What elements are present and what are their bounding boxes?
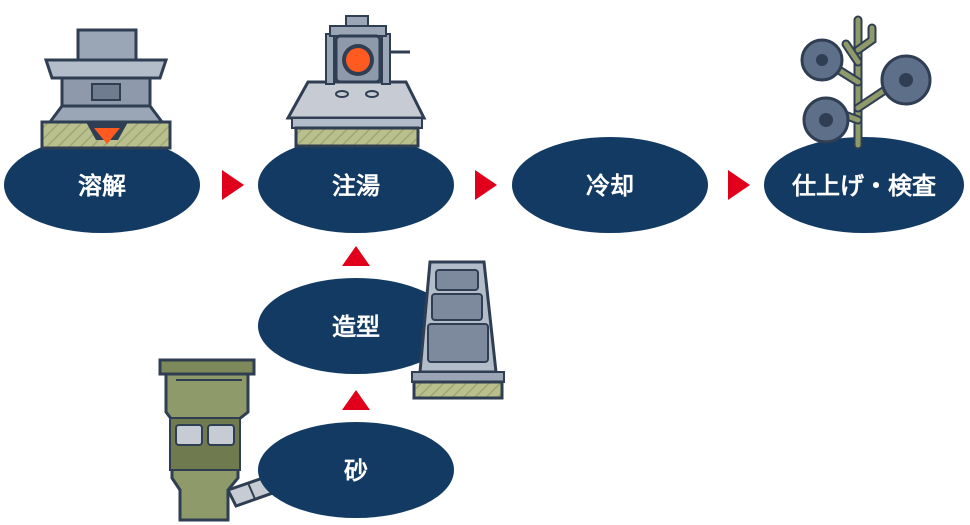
casting-tree-icon	[800, 15, 932, 150]
arrow-pouring-to-cooling	[475, 170, 497, 200]
node-molding: 造型	[258, 278, 454, 374]
finishing-label: 仕上げ・検査	[791, 172, 936, 200]
sand-label: 砂	[344, 457, 368, 485]
arrow-sand-to-molding	[342, 390, 370, 410]
node-finishing: 仕上げ・検査	[764, 137, 964, 233]
arrow-cooling-to-finishing	[728, 170, 750, 200]
node-pouring: 注湯	[258, 137, 454, 233]
node-sand: 砂	[258, 422, 454, 518]
sand-hopper-icon	[158, 358, 341, 522]
arrow-melting-to-pouring	[222, 170, 244, 200]
node-melting: 溶解	[4, 137, 200, 233]
pouring-ladle-icon	[285, 15, 427, 148]
pouring-label: 注湯	[332, 172, 380, 200]
cooling-label: 冷却	[586, 172, 634, 200]
melting-label: 溶解	[78, 172, 126, 200]
molding-label: 造型	[332, 313, 380, 341]
arrow-molding-to-pouring	[342, 246, 370, 266]
mold-flask-icon	[411, 260, 505, 400]
node-cooling: 冷却	[512, 137, 708, 233]
melting-furnace-icon	[40, 28, 172, 150]
